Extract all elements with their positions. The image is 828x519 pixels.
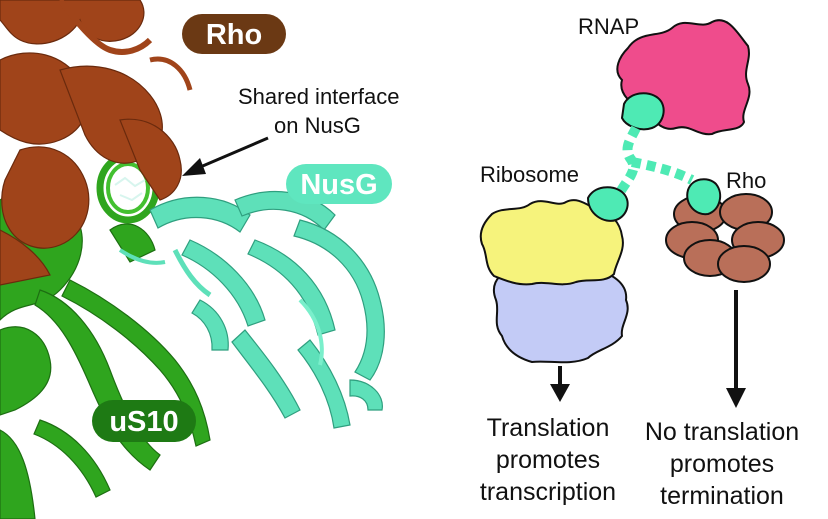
- nusg-ctd-rho: [686, 178, 722, 216]
- interface-sidechains: [114, 176, 146, 202]
- outcome-right-line-3: termination: [660, 482, 784, 510]
- rho-label: Rho: [206, 19, 262, 51]
- outcome-left-line-1: Translation: [487, 414, 610, 442]
- nusg-label-pill: NusG: [286, 164, 392, 204]
- rho-label-pill: Rho: [182, 14, 286, 54]
- outcome-right-line-2: promotes: [670, 450, 774, 478]
- outcome-left-line-2: promotes: [496, 446, 600, 474]
- nusg-ctd-ribosome: [586, 186, 629, 222]
- rho-cartoon-label: Rho: [726, 168, 766, 193]
- annotation-line-1: Shared interface: [238, 84, 399, 109]
- rho-structure: [0, 0, 193, 286]
- ribosome-label: Ribosome: [480, 162, 579, 187]
- us10-label: uS10: [109, 406, 178, 438]
- nusg-label: NusG: [300, 169, 377, 201]
- annotation-line-2: on NusG: [274, 113, 361, 138]
- outcome-left-line-3: transcription: [480, 478, 616, 506]
- outcome-translation: Translation promotes transcription: [480, 414, 616, 506]
- us10-label-pill: uS10: [92, 400, 196, 442]
- structure-panel: Rho NusG uS10 Shared interface on NusG: [0, 0, 399, 519]
- cartoon-panel: RNAP Ribosome Rho: [479, 14, 799, 510]
- outcome-right-line-1: No translation: [645, 418, 799, 446]
- rho-hexamer: [665, 193, 785, 283]
- nusg-linker: [613, 125, 695, 199]
- outcome-termination: No translation promotes termination: [645, 418, 799, 510]
- arrow-translation: [550, 366, 570, 402]
- rnap-label: RNAP: [578, 14, 639, 39]
- nusg-ntd: [620, 92, 665, 131]
- nusg-structure: [118, 190, 385, 429]
- arrow-termination: [726, 290, 746, 408]
- interface-arrow: [182, 136, 269, 176]
- ribosome-large-subunit: [479, 199, 624, 286]
